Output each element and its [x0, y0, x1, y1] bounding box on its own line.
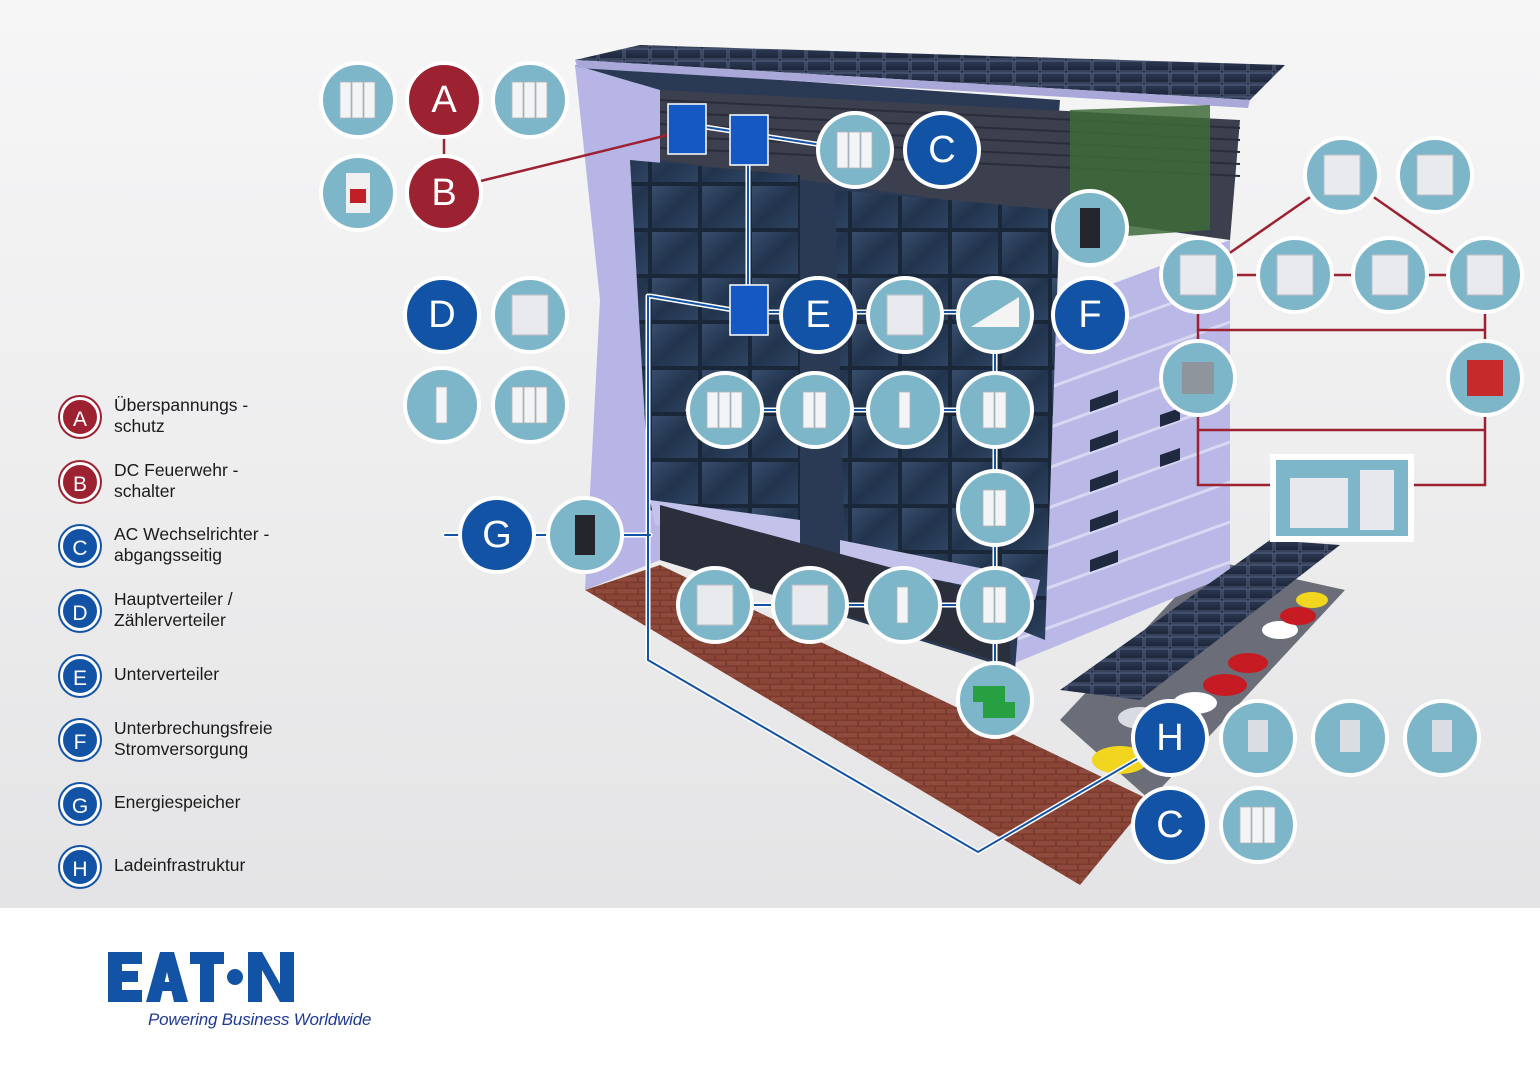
building-energy-diagram: A B C D E F G H [0, 0, 1540, 908]
product-transformer-icon [1159, 339, 1237, 417]
product-spd-icon [816, 111, 894, 189]
legend-badge: C [60, 526, 100, 566]
badge-B: B [405, 154, 483, 232]
legend-label-line2: schalter [114, 481, 176, 501]
brand-tagline: Powering Business Worldwide [148, 1010, 372, 1029]
product-circles [319, 61, 1524, 864]
legend-badge: B [60, 462, 100, 502]
svg-text:G: G [482, 514, 512, 556]
svg-text:A: A [431, 79, 457, 121]
badge-C-top: C [903, 111, 981, 189]
legend-label: Energiespeicher [114, 792, 344, 813]
badge-D: D [403, 276, 481, 354]
legend-label: Überspannungs -schutz [114, 395, 344, 437]
legend-label-line1: Energiespeicher [114, 792, 241, 812]
svg-text:F: F [1078, 294, 1101, 336]
product-cabinet-icon [866, 276, 944, 354]
product-spd-icon [491, 61, 569, 139]
product-rcbo-icon [776, 371, 854, 449]
legend-label-line1: Überspannungs - [114, 395, 249, 415]
legend-label-line2: Zählerverteiler [114, 610, 226, 630]
badge-F: F [1051, 276, 1129, 354]
legend-label-line2: Stromversorgung [114, 739, 249, 759]
svg-text:E: E [805, 294, 830, 336]
product-charger-icon [1219, 699, 1297, 777]
product-mcb-icon [319, 61, 397, 139]
legend-badge: F [60, 720, 100, 760]
legend-label-line1: Hauptverteiler / [114, 589, 233, 609]
legend-label: AC Wechselrichter -abgangsseitig [114, 524, 344, 566]
product-stairs-icon [956, 276, 1034, 354]
legend-label: Unterverteiler [114, 664, 344, 685]
product-charger-icon [1311, 699, 1389, 777]
badge-G: G [458, 496, 536, 574]
product-rcd-icon [956, 469, 1034, 547]
product-switch-icon [319, 154, 397, 232]
product-charger-icon [1403, 699, 1481, 777]
product-panel-icon [771, 566, 849, 644]
legend-label-line1: AC Wechselrichter - [114, 524, 270, 544]
distribution-boxes [667, 103, 769, 336]
svg-text:H: H [1156, 717, 1183, 759]
product-spd-icon [1219, 786, 1297, 864]
badge-H: H [1131, 699, 1209, 777]
legend-badge: H [60, 847, 100, 887]
legend-badge: E [60, 656, 100, 696]
svg-text:C: C [1156, 804, 1183, 846]
product-mcb-icon [491, 366, 569, 444]
legend-label-line1: Ladeinfrastruktur [114, 855, 246, 875]
legend-label-line1: Unterbrechungsfreie [114, 718, 273, 738]
product-cabinet-icon [1396, 136, 1474, 214]
legend-label: Ladeinfrastruktur [114, 855, 344, 876]
legend-badge: G [60, 784, 100, 824]
product-ups-icon [546, 496, 624, 574]
legend-label-line2: abgangsseitig [114, 545, 222, 565]
switchgear-panel [1270, 454, 1414, 542]
badge-A: A [405, 61, 483, 139]
badge-C-bottom: C [1131, 786, 1209, 864]
legend-label-line1: DC Feuerwehr - [114, 460, 239, 480]
product-cabinet-icon [1256, 236, 1334, 314]
product-ups-icon [1051, 189, 1129, 267]
product-exit-icon [956, 661, 1034, 739]
product-box-icon [676, 566, 754, 644]
product-mcb-small-icon [864, 566, 942, 644]
product-cabinet-icon [1446, 236, 1524, 314]
legend-label-line1: Unterverteiler [114, 664, 220, 684]
carport-roof [1060, 540, 1340, 700]
badge-E: E [779, 276, 857, 354]
product-transformer-red-icon [1446, 339, 1524, 417]
legend-badge: D [60, 591, 100, 631]
product-rcd-icon [956, 566, 1034, 644]
roof-edge [575, 60, 1250, 108]
legend-label: Hauptverteiler /Zählerverteiler [114, 589, 344, 631]
product-mcb-small-icon [866, 371, 944, 449]
product-panel-icon [491, 276, 569, 354]
product-cabinet-icon [1351, 236, 1429, 314]
building-side [1010, 240, 1230, 665]
solar-roof [575, 45, 1285, 100]
glass-facade-left [630, 160, 800, 540]
svg-text:C: C [928, 129, 955, 171]
legend-badge: A [60, 397, 100, 437]
legend-label-line2: schutz [114, 416, 165, 436]
diagram-canvas: A B C D E F G H [319, 45, 1524, 885]
pavement [585, 565, 1150, 885]
product-mcb-small-icon [403, 366, 481, 444]
svg-text:B: B [431, 172, 456, 214]
eaton-logo [108, 952, 294, 1002]
legend-label: DC Feuerwehr -schalter [114, 460, 344, 502]
product-cabinet-icon [1159, 236, 1237, 314]
product-spd-icon [686, 371, 764, 449]
product-rcd-icon [956, 371, 1034, 449]
svg-text:D: D [428, 294, 455, 336]
product-cabinet-icon [1303, 136, 1381, 214]
